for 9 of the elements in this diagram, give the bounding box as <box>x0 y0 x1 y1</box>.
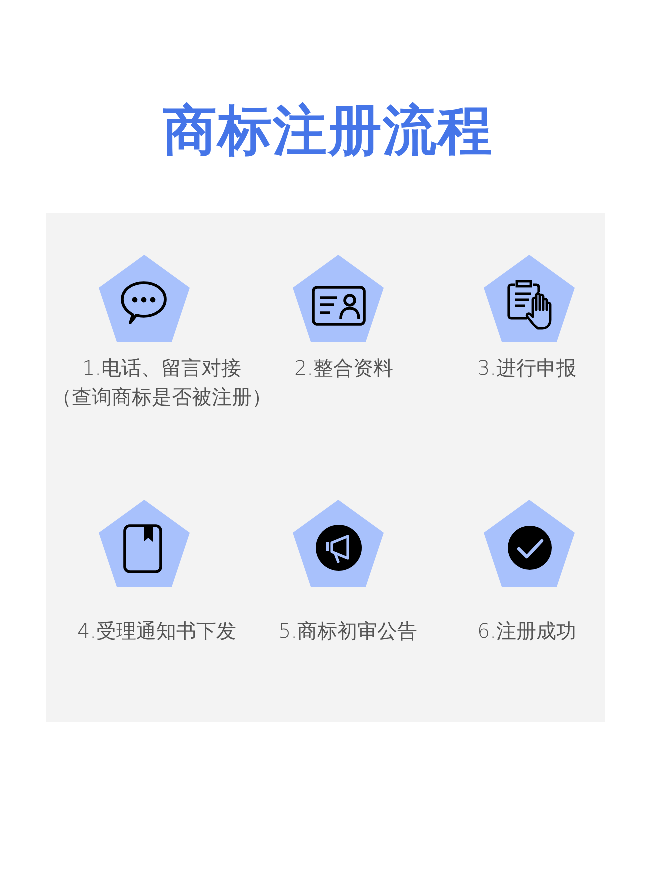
step-note: （查询商标是否被注册） <box>52 384 272 411</box>
step-label: 1.电话、留言对接 <box>82 355 242 382</box>
step-label: 6.注册成功 <box>477 618 577 645</box>
step-label: 4.受理通知书下发 <box>77 618 237 645</box>
step-label: 5.商标初审公告 <box>278 618 418 645</box>
step-label: 3.进行申报 <box>477 355 577 382</box>
title: 商标注册流程 <box>163 103 493 159</box>
step-label: 2.整合资料 <box>294 355 394 382</box>
panel <box>46 213 605 722</box>
